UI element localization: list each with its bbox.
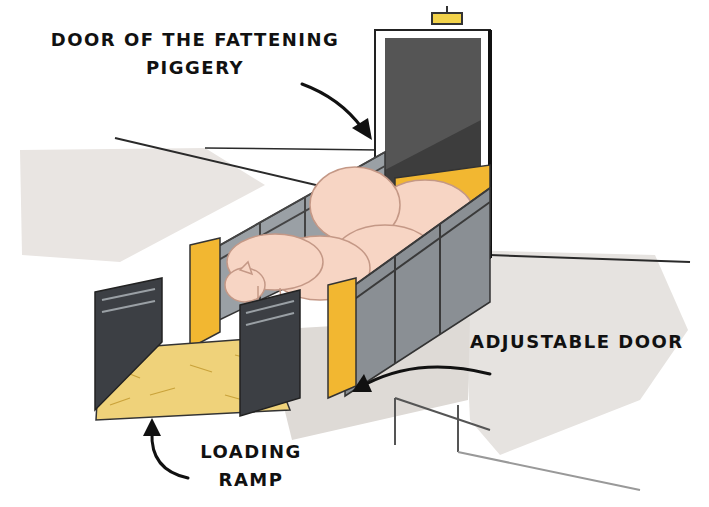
straw-stalk (150, 388, 175, 395)
ramp-gate (95, 278, 162, 410)
frame-bar (395, 398, 490, 430)
frame-bar (458, 452, 640, 490)
exit-sign (432, 13, 462, 24)
callout-arrows (152, 84, 490, 478)
post (439, 224, 441, 334)
adjustable-door (190, 238, 220, 348)
floor-area (462, 250, 688, 455)
bar (102, 289, 155, 300)
leader-arrow (152, 432, 188, 478)
callout-label: ADJUSTABLE DOOR (470, 328, 705, 356)
post (394, 256, 396, 364)
bar (246, 301, 294, 313)
arrowhead (143, 418, 161, 436)
frame-leg (457, 405, 459, 452)
chute-wall (345, 188, 490, 396)
arrowhead (352, 374, 372, 392)
gate-bars (102, 289, 155, 312)
leader-arrow (366, 367, 490, 384)
chute-rails (345, 188, 490, 364)
gate-bars (246, 301, 294, 325)
floor-edge (490, 255, 690, 262)
bar (246, 313, 294, 325)
floor-edge (205, 148, 380, 150)
rail (345, 202, 490, 306)
bar (102, 301, 155, 312)
callout-label: LOADING RAMP (195, 438, 307, 494)
arrowheads (143, 118, 372, 436)
frame-leg (394, 398, 396, 445)
straw-stalk (190, 365, 212, 372)
support-frame (395, 398, 640, 490)
pig-head (225, 268, 265, 302)
callout-label: DOOR OF THE FATTENING PIGGERY (35, 26, 355, 82)
arrowhead (352, 118, 372, 140)
pig-ear (240, 262, 252, 274)
rail (345, 188, 490, 292)
straw-stalk (110, 398, 130, 405)
door-shadow (385, 38, 481, 170)
adjustable-door (328, 278, 356, 398)
ramp-gate (240, 290, 300, 416)
leader-arrow (302, 84, 362, 128)
